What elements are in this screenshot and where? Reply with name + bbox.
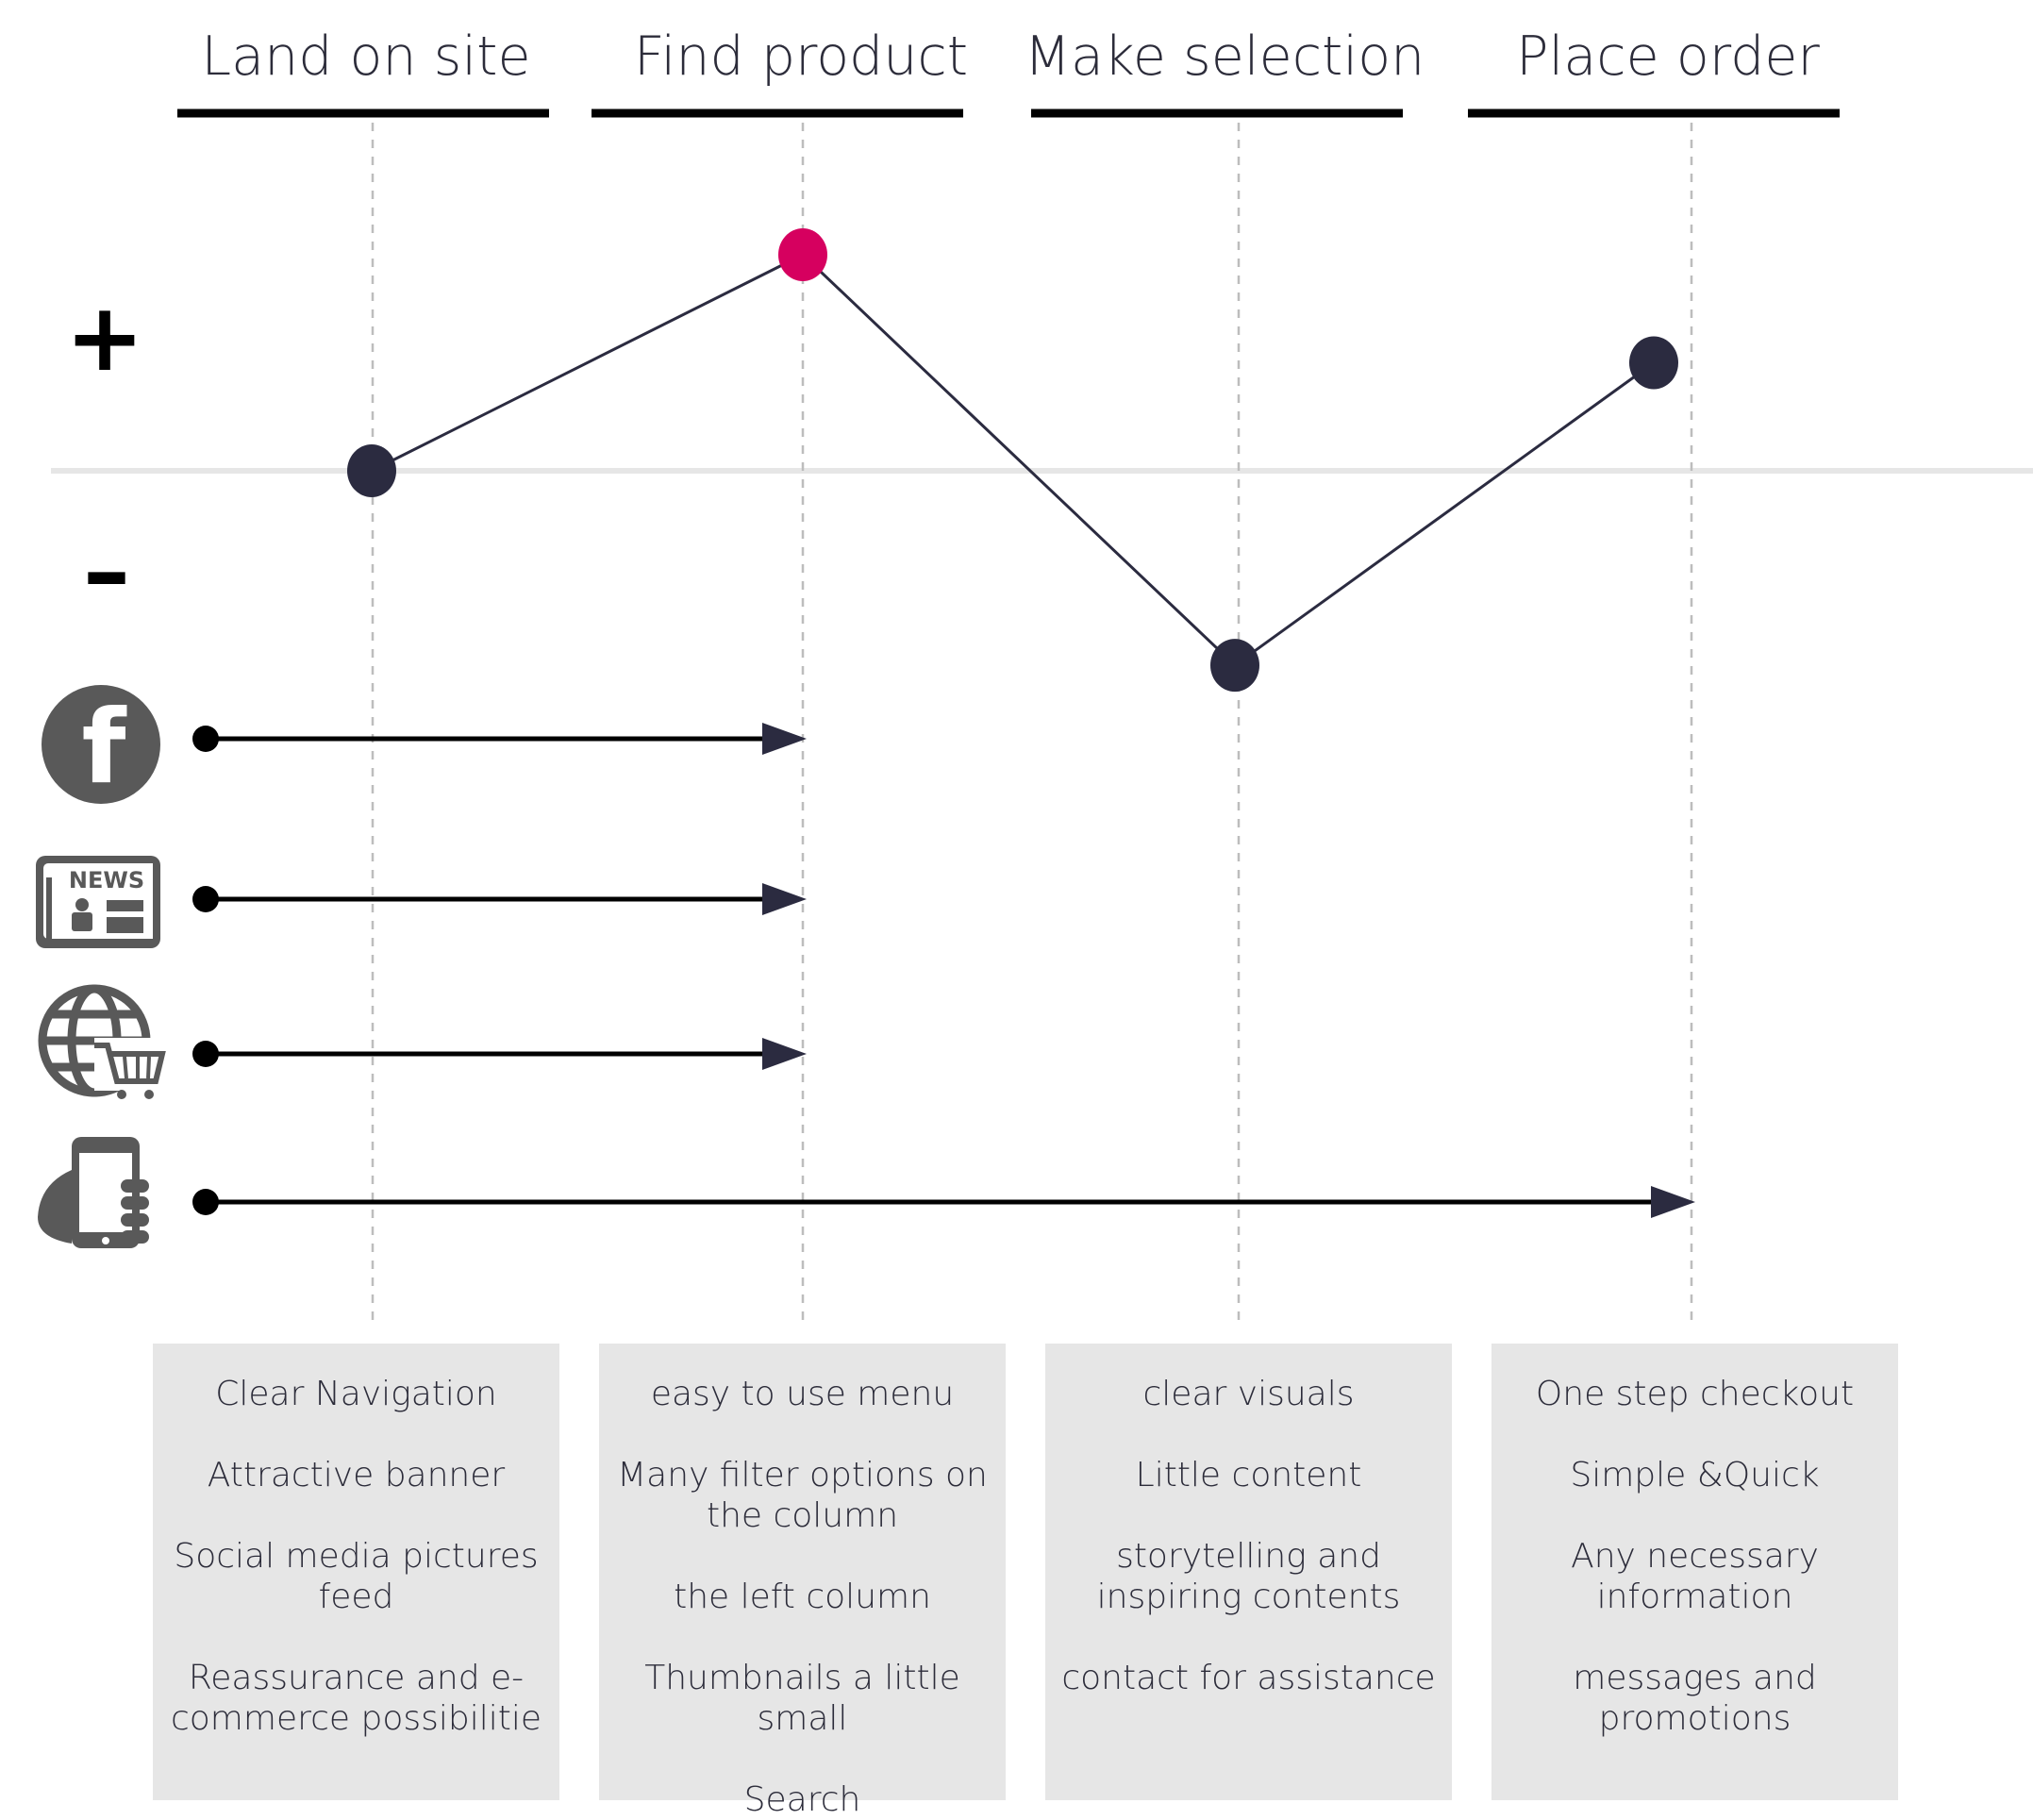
note-item: Little content <box>1135 1456 1362 1494</box>
channel-arrow-facebook <box>192 723 807 755</box>
stage-header-find-product: Find product <box>633 25 969 88</box>
globe-cart-icon <box>38 984 166 1099</box>
channel-arrow-online-shop <box>192 1038 807 1070</box>
note-item: Reassurance and e-commerce possibilitie <box>170 1659 542 1738</box>
stage-header-make-selection: Make selection <box>1024 25 1425 88</box>
channel-arrow-mobile <box>192 1186 1695 1218</box>
newspaper-icon: NEWS <box>36 856 160 948</box>
note-item: clear visuals <box>1142 1375 1355 1413</box>
svg-text:f: f <box>82 689 127 807</box>
negative-sign: – <box>83 516 130 626</box>
facebook-icon: f <box>42 685 160 807</box>
note-item: Thumbnails a little small <box>644 1659 960 1738</box>
notes-find-product: easy to use menu Many filter options on … <box>599 1344 1006 1819</box>
notes-land-on-site: Clear Navigation Attractive banner Socia… <box>153 1344 559 1800</box>
note-item: easy to use menu <box>650 1375 955 1413</box>
experience-point <box>1629 336 1678 390</box>
positive-sign: + <box>65 282 144 392</box>
note-item: the left column <box>674 1578 931 1616</box>
note-item: Clear Navigation <box>215 1375 497 1413</box>
stage-guide-lines <box>371 123 1693 1321</box>
note-item: Simple &Quick <box>1570 1456 1820 1494</box>
note-item: Many filter options on the column <box>617 1456 988 1535</box>
note-item: Social media pictures feed <box>174 1537 539 1616</box>
experience-curve-line <box>371 253 1655 668</box>
note-item: messages and promotions <box>1573 1659 1817 1738</box>
channel-arrow-head <box>762 1038 807 1070</box>
hand-phone-icon <box>38 1137 149 1248</box>
svg-text:NEWS: NEWS <box>69 867 144 893</box>
note-item: storytelling and inspiring contents <box>1096 1537 1401 1616</box>
stage-header-land-on-site: Land on site <box>201 25 531 88</box>
channel-arrow-news <box>192 883 807 915</box>
experience-point <box>347 444 396 497</box>
note-item: One step checkout <box>1535 1375 1855 1413</box>
channel-arrow-head <box>762 883 807 915</box>
note-item: Attractive banner <box>207 1456 506 1494</box>
note-item: Any necessary information <box>1571 1537 1819 1616</box>
channel-arrow-head <box>762 723 807 755</box>
experience-point-highlight <box>778 228 827 281</box>
experience-curve <box>347 228 1678 693</box>
notes-make-selection: clear visuals Little content storytellin… <box>1045 1344 1452 1800</box>
notes-place-order: One step checkout Simple &Quick Any nece… <box>1491 1344 1898 1800</box>
channel-arrow-head <box>1651 1186 1695 1218</box>
experience-point <box>1210 639 1259 693</box>
note-item: contact for assistance <box>1061 1659 1436 1697</box>
channel-arrows <box>192 723 1695 1218</box>
stage-header-place-order: Place order <box>1516 25 1820 88</box>
